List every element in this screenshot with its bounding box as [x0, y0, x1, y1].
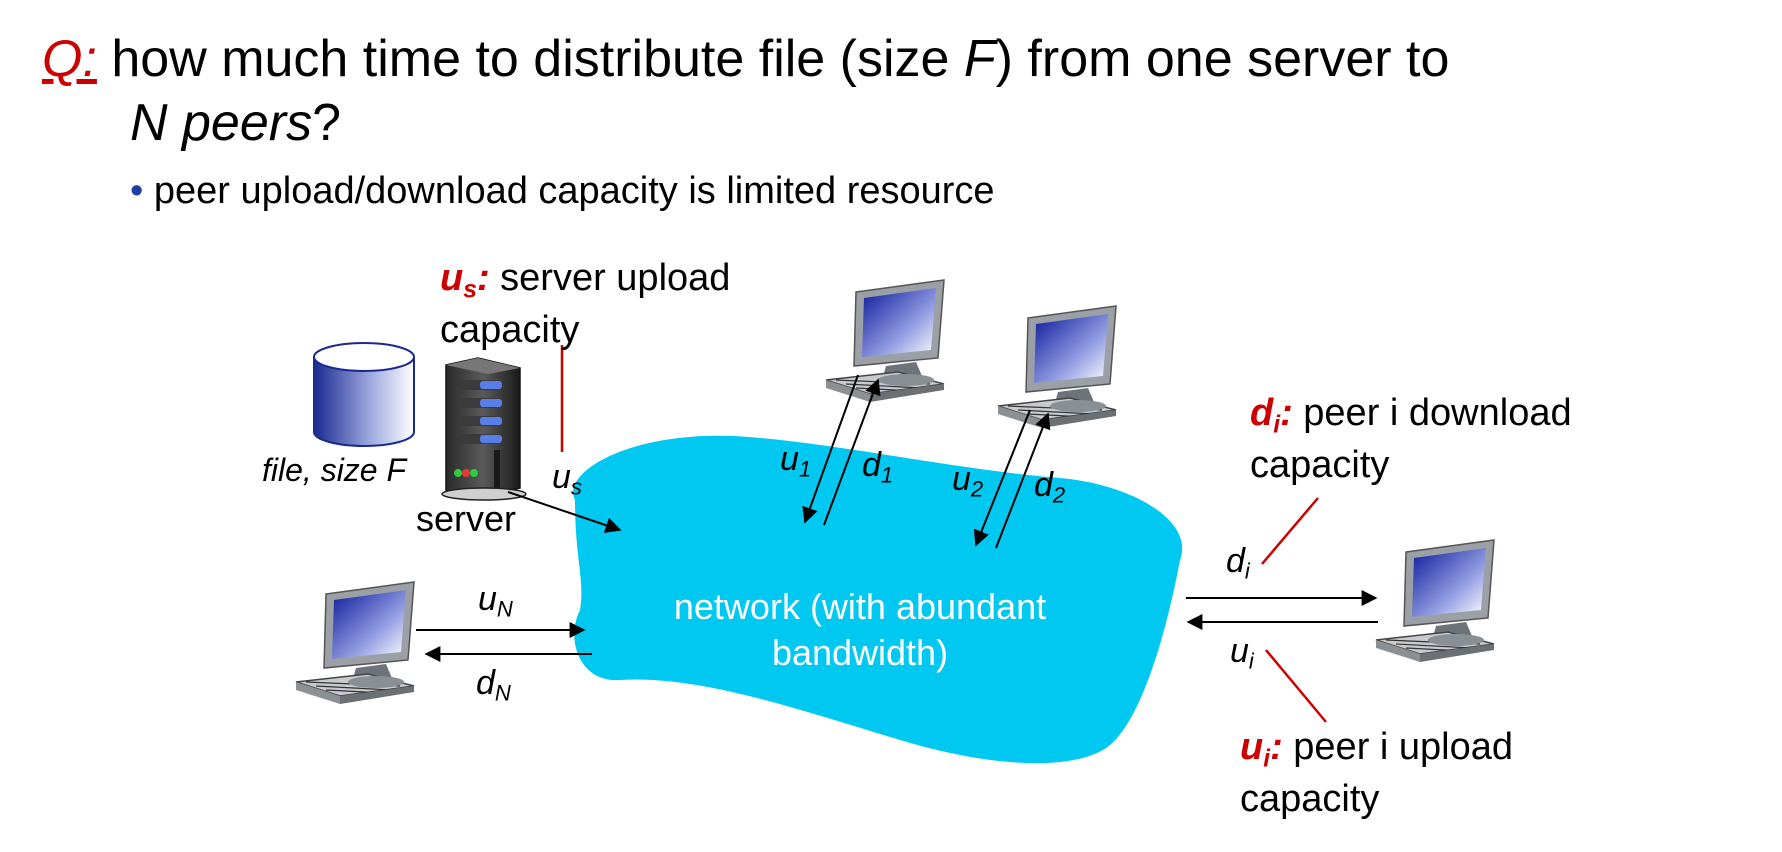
question-f: F [963, 30, 996, 88]
callout-line-di [1261, 497, 1319, 565]
link-label-di: di [1226, 542, 1250, 584]
question-text-b: ) from one server to [995, 30, 1450, 88]
arrow-u2 [973, 409, 1031, 547]
callout-us-line2: capacity [440, 309, 580, 351]
arrow-server-to-network [507, 491, 622, 533]
computer-icon [997, 305, 1117, 429]
bullet-item: • peer upload/download capacity is limit… [130, 168, 995, 214]
bullet-text: peer upload/download capacity is limited… [153, 170, 995, 212]
question-text-a: how much time to distribute file (size [111, 30, 950, 88]
link-label-us: us [552, 458, 582, 500]
bullet-dot: • [130, 170, 144, 212]
database-icon [313, 342, 415, 447]
question-line-2: N peers? [130, 92, 341, 154]
question-end: ? [312, 94, 342, 152]
link-label-u2: u2 [952, 460, 984, 502]
link-label-uN: uN [478, 580, 513, 622]
arrow-d2 [995, 412, 1051, 549]
callout-ui-sym: ui: [1240, 726, 1283, 773]
arrow-d1 [823, 378, 881, 526]
callout-us: us: server upload [440, 255, 730, 313]
computer-icon [1375, 539, 1495, 663]
question-q: Q: [42, 30, 97, 88]
question-n: N [130, 94, 168, 152]
link-label-d1: d1 [862, 446, 894, 488]
callout-us-text: server upload [489, 257, 731, 299]
callout-ui-line2: capacity [1240, 778, 1380, 820]
question-line-1: Q: how much time to distribute file (siz… [42, 28, 1449, 90]
callout-ui-text: peer i upload [1282, 726, 1514, 768]
callout-di-line2: capacity [1250, 444, 1390, 486]
callout-di-sym: di: [1250, 392, 1293, 439]
link-label-dN: dN [476, 664, 511, 706]
network-label-line-1: network (with abundant [673, 586, 1047, 627]
callout-ui: ui: peer i upload [1240, 724, 1513, 782]
server-label: server [416, 498, 517, 539]
file-label: file, size F [262, 452, 407, 488]
computer-icon [825, 279, 945, 403]
network-label-line-2: bandwidth) [771, 632, 949, 673]
link-label-u1: u1 [780, 440, 812, 482]
network-cloud [573, 435, 1183, 764]
callout-di-text: peer i download [1292, 392, 1572, 434]
link-label-ui: ui [1230, 632, 1254, 674]
callout-line-ui [1265, 649, 1327, 723]
question-peers: peers [182, 94, 313, 152]
link-label-d2: d2 [1034, 466, 1066, 508]
server-icon [441, 357, 527, 501]
computer-icon [295, 581, 415, 705]
arrow-u1 [802, 374, 859, 524]
callout-di: di: peer i download [1250, 390, 1572, 448]
network-label: network (with abundant bandwidth) [650, 584, 1070, 676]
callout-us-sym: us: [440, 257, 490, 304]
